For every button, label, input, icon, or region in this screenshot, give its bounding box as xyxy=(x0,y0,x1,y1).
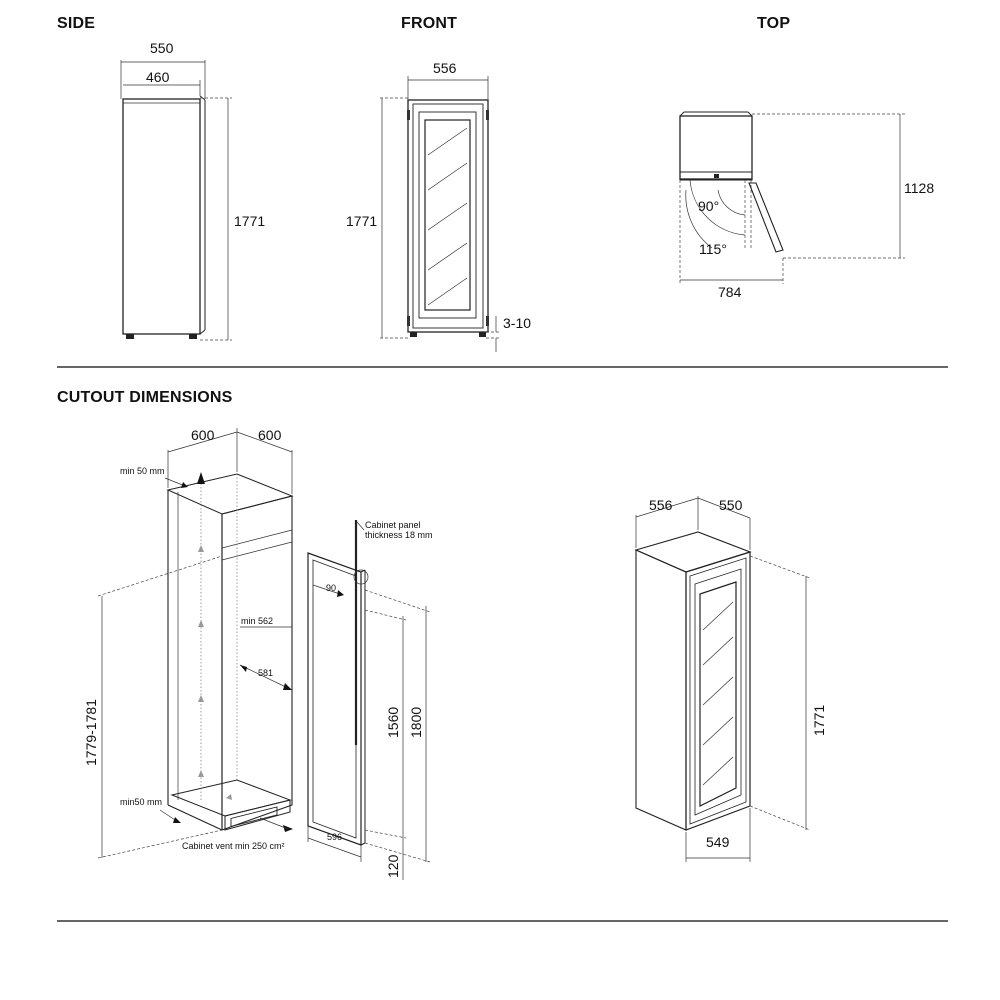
cabinet-panel: Cabinet panel thickness 18 mm 90 596 156… xyxy=(307,520,433,880)
front-view: 556 1771 3-10 xyxy=(346,60,531,352)
top-angle-115-label: 115° xyxy=(699,241,727,257)
niche-min-top-label: min 50 mm xyxy=(120,466,165,476)
side-view: 550 460 1771 xyxy=(120,40,265,341)
top-open-door xyxy=(748,182,784,253)
side-view-heading: SIDE xyxy=(57,15,96,32)
panel-1560-label: 1560 xyxy=(385,707,401,738)
iso-glass-door xyxy=(699,581,737,807)
panel-90-label: 90 xyxy=(326,583,336,593)
front-view-heading: FRONT xyxy=(401,15,458,32)
panel-width-label: 596 xyxy=(327,832,342,842)
top-angle-90-label: 90° xyxy=(698,198,719,214)
iso-height-label: 1771 xyxy=(811,705,827,736)
panel-120-label: 120 xyxy=(385,854,401,878)
panel-outline xyxy=(307,552,362,846)
iso-top xyxy=(634,531,752,573)
side-height-label: 1771 xyxy=(234,213,265,229)
niche-581-label: 581 xyxy=(258,668,273,678)
top-view-heading: TOP xyxy=(757,15,791,32)
top-view: 90° 115° 1128 784 xyxy=(679,111,934,300)
iso-depth-label: 550 xyxy=(719,497,743,513)
front-cabinet-outline xyxy=(407,99,489,333)
appliance-iso: 556 550 1771 549 xyxy=(634,496,827,862)
front-feet-label: 3-10 xyxy=(503,315,531,331)
top-depth-open-label: 1128 xyxy=(904,180,934,196)
niche-depth-label: 600 xyxy=(258,427,282,443)
niche-top xyxy=(166,473,294,515)
side-depth-total-label: 550 xyxy=(150,40,174,56)
niche-side-panel xyxy=(221,495,293,831)
front-glass-door xyxy=(424,119,471,311)
front-height-label: 1771 xyxy=(346,213,377,229)
niche-height-label: 1779-1781 xyxy=(83,699,99,766)
cutout-dimensions-heading: CUTOUT DIMENSIONS xyxy=(57,389,233,406)
iso-side xyxy=(635,549,687,831)
cutout-niche: 600 600 min 50 mm 1779-1781 min 562 581 … xyxy=(83,427,294,859)
side-depth-body-label: 460 xyxy=(146,69,170,85)
panel-thickness-label-2: thickness 18 mm xyxy=(365,530,433,540)
niche-min-562-label: min 562 xyxy=(241,616,273,626)
top-width-open-label: 784 xyxy=(718,284,742,300)
iso-width-label: 556 xyxy=(649,497,673,513)
side-cabinet-outline xyxy=(122,98,201,335)
niche-width-label: 600 xyxy=(191,427,215,443)
front-width-label: 556 xyxy=(433,60,457,76)
niche-min-bottom-label: min50 mm xyxy=(120,797,162,807)
iso-door-width-label: 549 xyxy=(706,834,730,850)
panel-thickness-label-1: Cabinet panel xyxy=(365,520,421,530)
panel-1800-label: 1800 xyxy=(408,707,424,738)
top-cabinet-outline xyxy=(679,115,753,180)
niche-vent-label: Cabinet vent min 250 cm² xyxy=(182,841,285,851)
